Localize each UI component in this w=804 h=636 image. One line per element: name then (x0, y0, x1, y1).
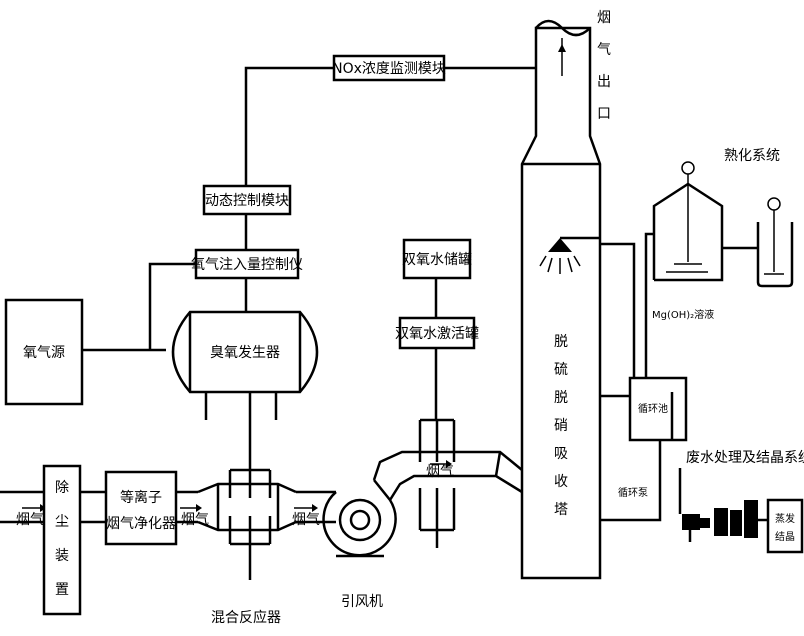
induced-draft-fan (322, 479, 397, 558)
tower-label-7: 塔 (554, 502, 568, 518)
dust-removal-label-3: 装 (55, 548, 69, 564)
wastewater-system-label: 废水处理及结晶系统 (686, 450, 804, 466)
mgoh2-solution-label: Mg(OH)₂溶液 (652, 308, 714, 321)
spray-header (539, 236, 600, 274)
tower-label-3: 脱 (554, 390, 568, 406)
tower-label-4: 硝 (554, 418, 568, 434)
tower-label-6: 收 (554, 474, 568, 490)
tower-label-2: 硫 (554, 362, 568, 378)
flue-gas-label-duct: 烟气 (426, 464, 454, 480)
dynamic-control-module (202, 184, 292, 216)
oxygen-source (4, 298, 84, 406)
tower-label-1: 脱 (554, 334, 568, 350)
h2o2-storage-label: 双氧水储罐 (402, 252, 472, 268)
circulation-tank-label: 循环池 (638, 402, 668, 415)
nox-monitor-label: NOx浓度监测模块 (332, 61, 446, 77)
ozone-injection-label: 氧气注入量控制仪 (191, 257, 303, 273)
evap-crystallizer-label-1: 蒸发 (775, 512, 795, 525)
dust-removal-device (42, 464, 82, 616)
flue-outlet-label-3: 出 (597, 74, 611, 90)
flue-outlet-label-1: 烟 (597, 10, 611, 26)
h2o2-activation-label: 双氧水激活罐 (395, 325, 479, 342)
absorption-tower (520, 19, 602, 580)
mixing-reactor-label: 混合反应器 (211, 609, 281, 626)
control-lines (82, 66, 564, 420)
flue-gas-label-plasma: 烟气 (181, 512, 209, 528)
ozone-generator (171, 310, 319, 394)
ozone-injection-controller (194, 248, 300, 280)
tower-label-5: 吸 (554, 446, 568, 462)
plasma-flue-gas-cleaner (104, 470, 178, 546)
circulation-pump-label: 循环泵 (618, 486, 648, 499)
ozone-feed (204, 392, 278, 466)
nox-monitor-module (332, 54, 446, 82)
h2o2-activation-tank (398, 316, 476, 350)
aging-system-label: 熟化系统 (724, 148, 780, 164)
induced-fan-label: 引风机 (341, 594, 383, 610)
flow-arrows (22, 460, 452, 512)
flue-outlet-label-4: 口 (597, 106, 611, 122)
plasma-cleaner-label-2: 烟气净化器 (106, 516, 176, 532)
plasma-cleaner-label-1: 等离子 (120, 489, 162, 506)
recirculation-lines (600, 232, 682, 522)
ozone-generator-label: 臭氧发生器 (210, 345, 280, 361)
wastewater-equipment (682, 500, 768, 542)
dynamic-control-label: 动态控制模块 (205, 193, 289, 209)
reactor-nozzles (228, 466, 272, 580)
circulation-tank (628, 376, 688, 442)
dust-removal-label-1: 除 (55, 480, 69, 496)
dust-removal-label-2: 尘 (55, 514, 69, 530)
h2o2-storage-tank (402, 238, 472, 280)
evap-crystallizer-label-2: 结晶 (775, 530, 795, 543)
flue-gas-label-inlet: 烟气 (16, 512, 44, 528)
flue-gas-label-reactor: 烟气 (292, 512, 320, 528)
flue-duct (0, 450, 523, 532)
oxygen-source-label: 氧气源 (23, 345, 65, 361)
aging-system (652, 161, 794, 288)
evaporative-crystallizer (766, 498, 804, 554)
duct-nozzles (418, 418, 456, 548)
dust-removal-label-4: 置 (55, 582, 69, 598)
flue-outlet-label-2: 气 (597, 42, 611, 58)
